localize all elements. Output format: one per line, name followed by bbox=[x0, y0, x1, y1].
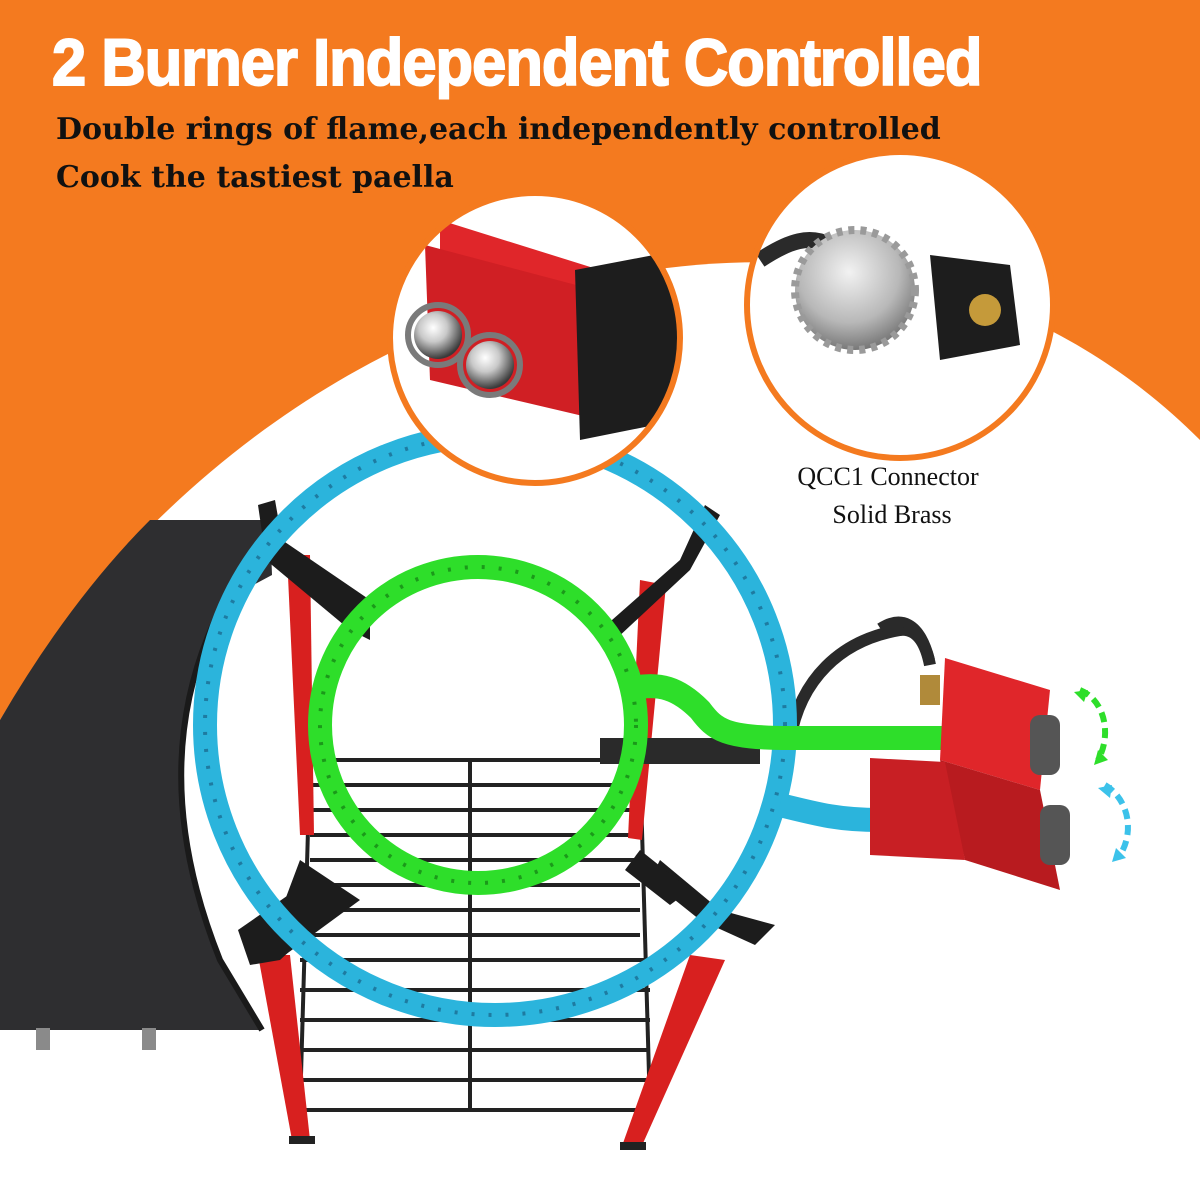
subheadline-line-2: Cook the tastiest paella bbox=[56, 160, 454, 195]
side-table bbox=[0, 520, 272, 1030]
regulator-inset bbox=[744, 149, 1056, 461]
inner-burner-ring bbox=[308, 555, 950, 895]
headline: 2 Burner Independent Controlled bbox=[51, 24, 983, 100]
valve-inset bbox=[387, 190, 683, 486]
rotate-arrows-icon bbox=[1074, 687, 1131, 862]
connector-callout-line-1: QCC1 Connector bbox=[797, 462, 979, 491]
subheadline-line-1: Double rings of flame,each independently… bbox=[56, 112, 941, 147]
connector-callout-line-2: Solid Brass bbox=[832, 500, 952, 529]
table-foot bbox=[36, 1028, 50, 1050]
control-box bbox=[870, 658, 1070, 890]
table-foot bbox=[142, 1028, 156, 1050]
